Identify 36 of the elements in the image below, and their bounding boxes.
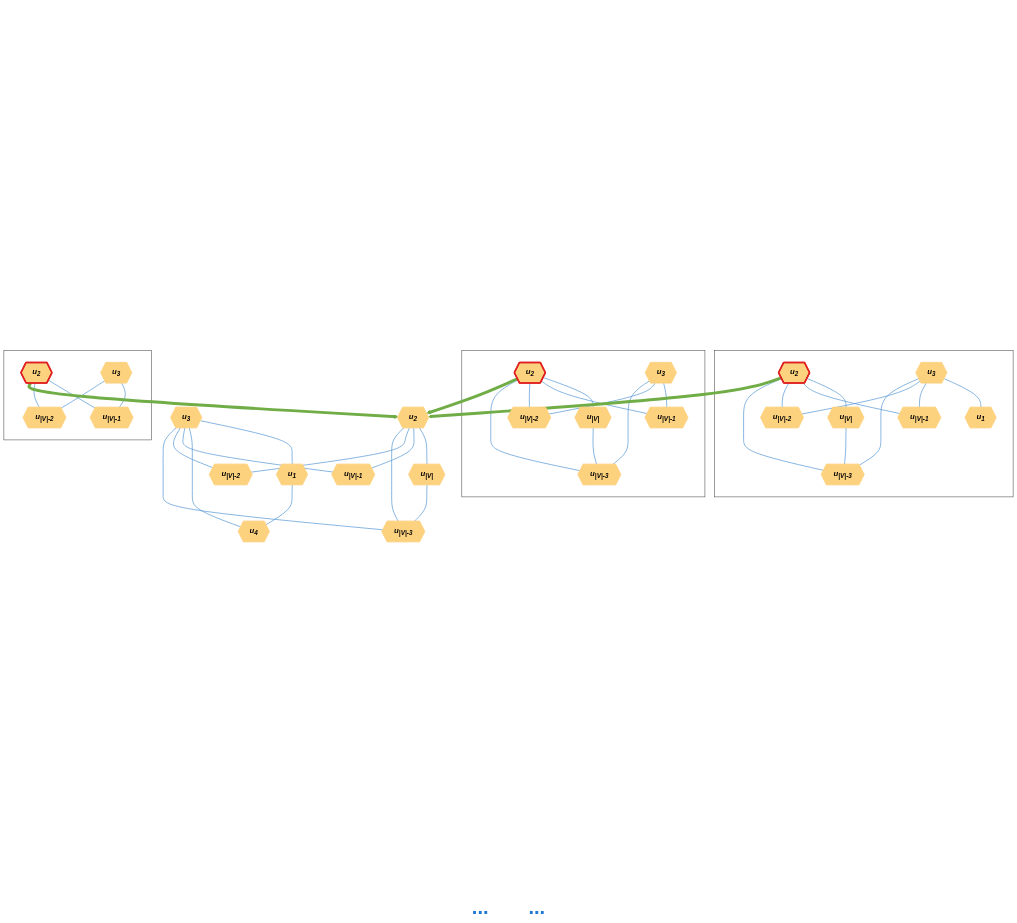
connector [188, 427, 242, 528]
connector [413, 484, 428, 522]
arrow [428, 376, 782, 419]
connector [844, 427, 847, 465]
connector [173, 427, 214, 469]
connector [118, 382, 126, 408]
connector [490, 379, 581, 472]
ellipsis-label: ... [528, 896, 546, 919]
connector [371, 427, 415, 469]
connector [943, 378, 982, 408]
connector [801, 380, 921, 415]
connector [528, 382, 531, 408]
connector [200, 420, 293, 465]
connector [548, 382, 656, 415]
connector [743, 378, 825, 471]
cluster [3, 350, 152, 441]
connector [60, 380, 106, 409]
connector [391, 427, 404, 522]
connector [663, 382, 668, 408]
arrow [27, 382, 399, 419]
cluster [461, 350, 706, 498]
connector [592, 427, 598, 465]
arrow [426, 377, 519, 415]
connector [803, 382, 901, 414]
connector [419, 427, 428, 465]
ellipsis-label: ... [471, 896, 489, 919]
connector [541, 380, 648, 414]
connector [806, 378, 847, 408]
connector [265, 484, 293, 526]
connector [919, 382, 927, 408]
connector [859, 378, 920, 466]
connector [48, 379, 96, 409]
cluster [714, 350, 1014, 498]
connector [612, 380, 650, 465]
connector [33, 382, 40, 408]
connector [781, 382, 790, 408]
